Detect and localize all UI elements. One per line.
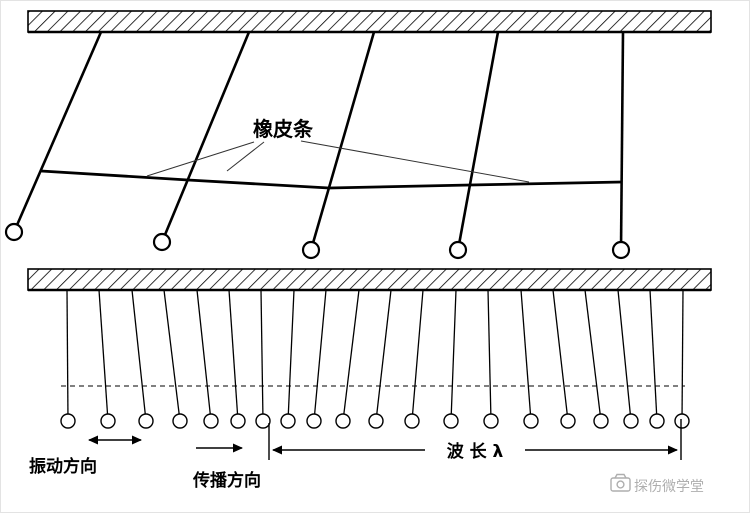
bottom-pendulum-bob	[443, 413, 459, 429]
top-pendulum-string	[12, 31, 103, 233]
vibration-direction-annotation: 振动方向	[29, 435, 142, 477]
bottom-pendulum-string	[487, 289, 492, 422]
bottom-pendulum-bob	[404, 413, 420, 429]
top-pendulums-group	[12, 31, 625, 251]
rubber-strip-pointer-lines	[146, 140, 530, 183]
bottom-pendulum-string	[98, 289, 109, 422]
bottom-pendulum-string	[450, 289, 457, 422]
top-pendulum-bob	[4, 222, 24, 242]
bottom-pendulum-string	[584, 289, 602, 422]
bottom-pendulum-bob	[368, 413, 384, 429]
bottom-pendulum-string	[617, 289, 632, 422]
bottom-pendulum-string	[375, 289, 392, 422]
top-pendulum-string	[309, 31, 376, 251]
bottom-pendulum-bob	[203, 413, 219, 429]
top-ceiling-bar	[27, 10, 712, 34]
vibration-direction-label: 振动方向	[29, 456, 97, 477]
top-pendulum-bob	[448, 240, 468, 260]
wavelength-label: 波 长 λ	[447, 441, 504, 462]
bottom-pendulum-bob	[60, 413, 76, 429]
bottom-pendulum-bob	[280, 413, 296, 429]
top-pendulum-bob	[301, 240, 321, 260]
bottom-pendulum-bob	[593, 413, 609, 429]
bottom-pendulum-bob	[560, 413, 576, 429]
camera-icon	[610, 473, 631, 492]
bottom-pendulum-string	[681, 289, 684, 422]
bottom-pendulum-bob	[172, 413, 188, 429]
bottom-pendulum-string	[649, 289, 658, 422]
bottom-pendulum-string	[411, 289, 424, 422]
propagation-direction-label: 传播方向	[192, 470, 261, 491]
bottom-pendulum-bob	[230, 413, 246, 429]
pointer-line	[300, 140, 530, 183]
bottom-pendulum-bob	[483, 413, 499, 429]
bottom-pendulum-string	[520, 289, 532, 422]
top-pendulum-bob	[611, 240, 631, 260]
watermark: 探伤微学堂	[610, 473, 704, 495]
bottom-pendulum-string	[228, 289, 239, 422]
bottom-pendulum-string	[552, 289, 569, 422]
bottom-pendulum-string	[260, 289, 264, 422]
bottom-pendulum-bob	[138, 413, 154, 429]
bottom-ceiling-hatched-rect	[27, 268, 712, 291]
bottom-pendulum-string	[287, 289, 295, 422]
bottom-pendulum-bobs	[60, 413, 690, 429]
bottom-pendulums-group	[66, 289, 684, 422]
bottom-pendulum-bob	[100, 413, 116, 429]
bottom-pendulum-bob	[255, 413, 271, 429]
wavelength-annotation: 波 长 λ	[268, 419, 682, 462]
bottom-pendulum-string	[313, 289, 327, 422]
bottom-pendulum-bob	[335, 413, 351, 429]
rubber-strip-label: 橡皮条	[253, 117, 314, 141]
bottom-pendulum-bob	[306, 413, 322, 429]
bottom-pendulum-bob	[623, 413, 639, 429]
pointer-line	[226, 141, 265, 172]
top-pendulum-string	[619, 31, 625, 251]
propagation-direction-annotation: 传播方向	[192, 443, 261, 491]
bottom-pendulum-bob	[674, 413, 690, 429]
bottom-pendulum-string	[131, 289, 147, 422]
top-pendulum-string	[456, 31, 500, 251]
bottom-pendulum-string	[66, 289, 69, 422]
top-pendulum-bobs	[4, 222, 631, 260]
bottom-ceiling-bar	[27, 268, 712, 292]
top-pendulum-string	[160, 31, 251, 243]
pointer-line	[146, 141, 255, 177]
top-pendulum-bob	[152, 232, 172, 252]
bottom-pendulum-bob	[523, 413, 539, 429]
rubber-strip-line	[40, 169, 623, 190]
bottom-pendulum-string	[163, 289, 181, 422]
bottom-pendulum-string	[342, 289, 360, 422]
watermark-text: 探伤微学堂	[634, 479, 704, 495]
bottom-pendulum-bob	[649, 413, 665, 429]
wavelength-label-backing	[425, 439, 525, 461]
bottom-pendulum-string	[196, 289, 212, 422]
top-ceiling-hatched-rect	[27, 10, 712, 33]
